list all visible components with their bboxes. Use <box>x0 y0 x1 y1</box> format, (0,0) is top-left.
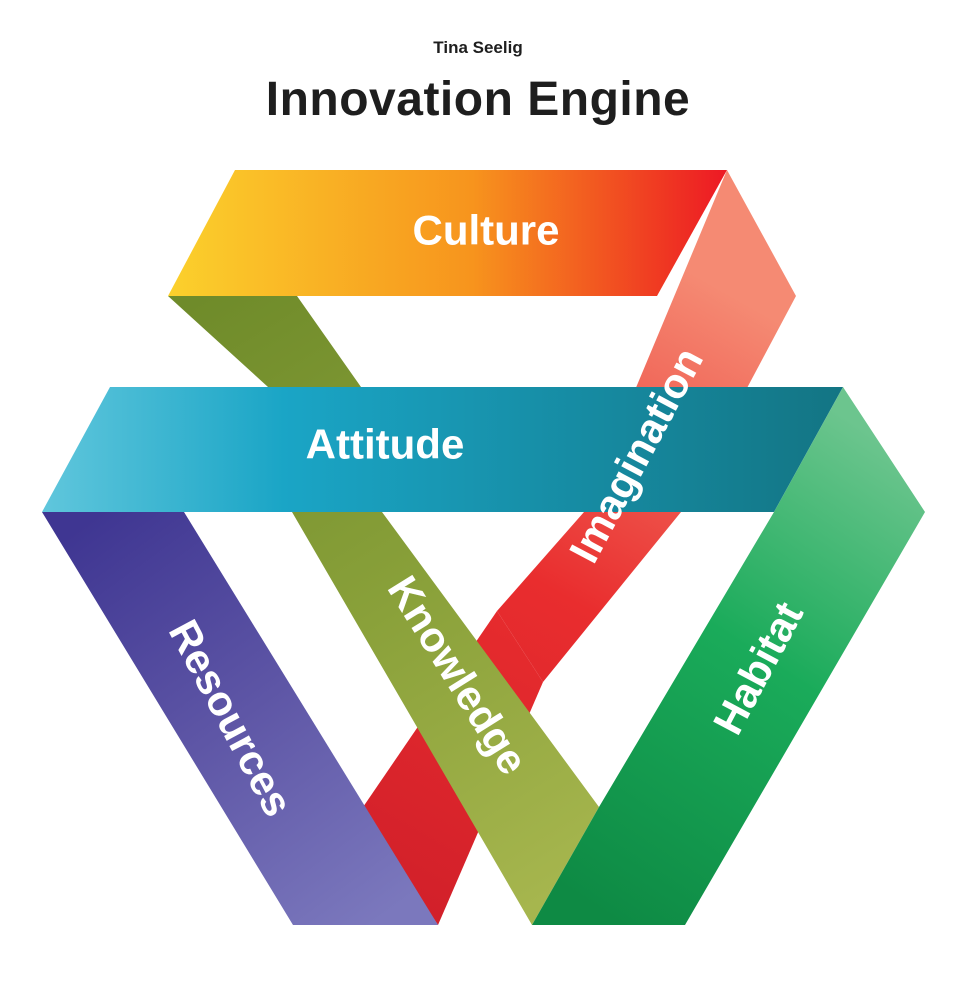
attitude-label: Attitude <box>306 421 465 468</box>
knowledge-band-lower <box>292 512 599 925</box>
resources-band <box>42 512 438 925</box>
culture-band <box>168 170 727 296</box>
culture-label: Culture <box>413 207 560 254</box>
knowledge-band-upper <box>168 296 361 387</box>
habitat-band <box>532 387 925 925</box>
author-name: Tina Seelig <box>433 38 523 57</box>
attitude-band <box>42 387 843 512</box>
imagination-band-middle <box>497 512 681 682</box>
diagram-title: Innovation Engine <box>265 73 691 126</box>
